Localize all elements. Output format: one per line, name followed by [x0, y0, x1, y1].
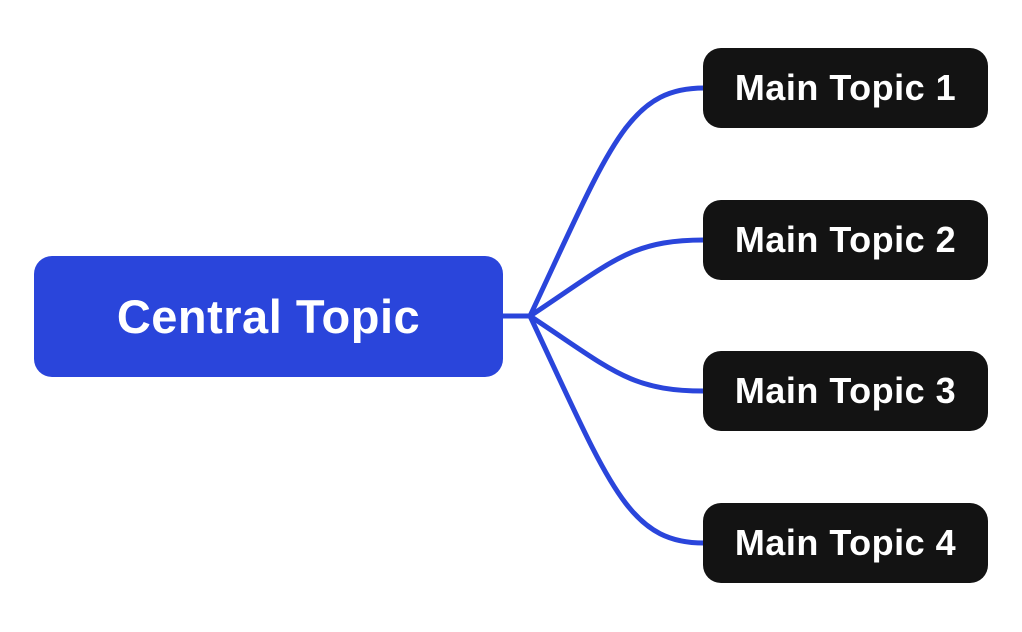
main-topic-3-label: Main Topic 3	[734, 370, 957, 411]
node-main-topic-4[interactable]: Main Topic 4	[703, 503, 988, 583]
node-main-topic-3[interactable]: Main Topic 3	[703, 351, 988, 431]
connector-group	[500, 85, 707, 546]
connector-main-topic-1	[527, 85, 707, 319]
node-central-topic[interactable]: Central Topic	[34, 256, 503, 377]
connector-main-topic-2	[527, 237, 707, 319]
main-topic-4-label: Main Topic 4	[734, 522, 957, 563]
connector-main-topic-4	[527, 313, 707, 546]
central-topic-label: Central Topic	[116, 290, 421, 343]
node-main-topic-1[interactable]: Main Topic 1	[703, 48, 988, 128]
main-topic-2-label: Main Topic 2	[734, 219, 957, 260]
node-main-topic-2[interactable]: Main Topic 2	[703, 200, 988, 280]
main-topic-1-label: Main Topic 1	[734, 67, 957, 108]
connector-main-topic-3	[527, 313, 707, 394]
